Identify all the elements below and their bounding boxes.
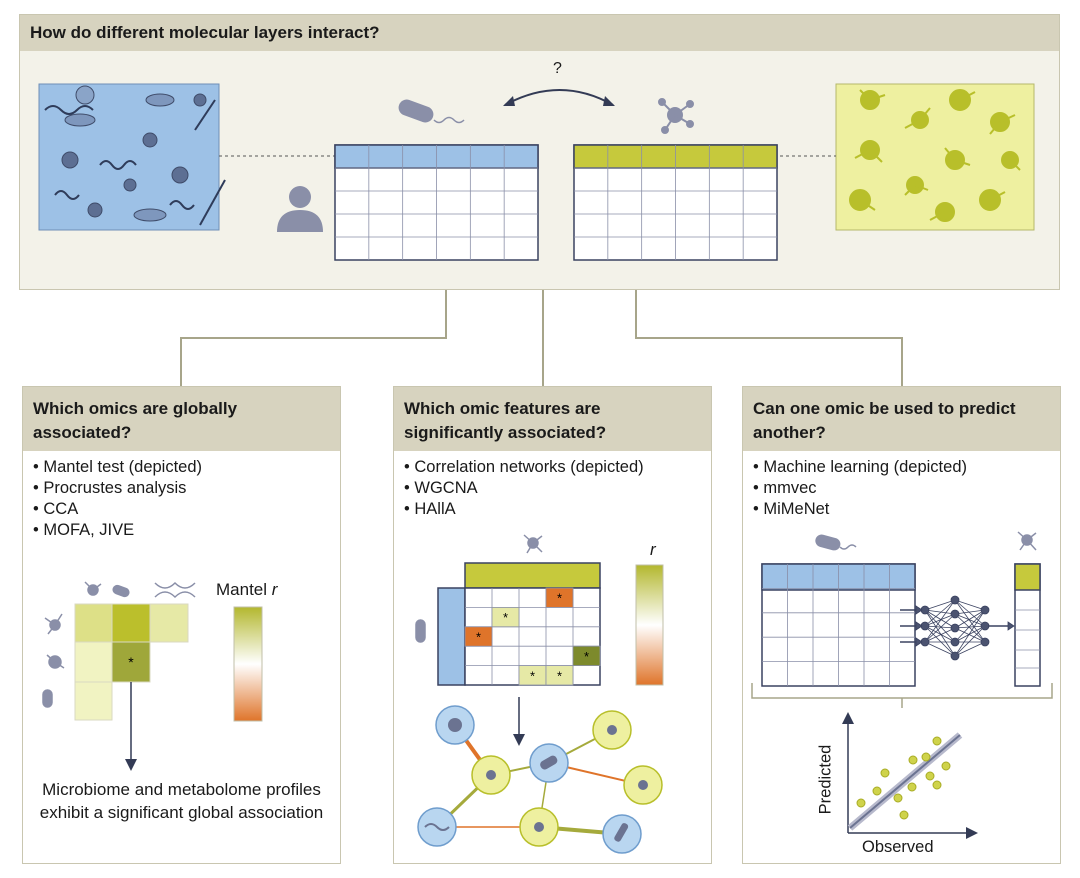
feature-association-title: Which omic features are significantly as…	[394, 387, 711, 451]
method-item: Mantel test (depicted)	[33, 457, 340, 478]
mantel-conclusion: Microbiome and metabolome profiles exhib…	[39, 780, 324, 822]
feature-methods-list: Correlation networks (depicted) WGCNA HA…	[394, 457, 711, 520]
feature-association-panel: Which omic features are significantly as…	[393, 386, 712, 864]
method-item: Correlation networks (depicted)	[404, 457, 711, 478]
person-icon	[277, 186, 323, 232]
method-item: Procrustes analysis	[33, 478, 340, 499]
molecule-icon	[658, 98, 694, 134]
bacterium-icon	[398, 99, 465, 124]
connector-lines	[180, 290, 903, 386]
overview-title: How do different molecular layers intera…	[20, 15, 1059, 51]
correlation-r-label: r	[650, 540, 656, 559]
global-association-title: Which omics are globally associated?	[23, 387, 340, 451]
method-item: MOFA, JIVE	[33, 520, 340, 541]
prediction-methods-list: Machine learning (depicted) mmvec MiMeNe…	[743, 457, 1060, 520]
method-item: MiMeNet	[753, 499, 1060, 520]
prediction-panel: Can one omic be used to predict another?…	[742, 386, 1061, 864]
microbiome-image	[38, 83, 226, 231]
y-axis-label: Predicted	[816, 744, 835, 815]
global-methods-list: Mantel test (depicted) Procrustes analys…	[23, 457, 340, 541]
method-item: Machine learning (depicted)	[753, 457, 1060, 478]
x-axis-label: Observed	[862, 838, 934, 856]
metabolome-image	[835, 83, 1035, 231]
method-item: mmvec	[753, 478, 1060, 499]
method-item: HAllA	[404, 499, 711, 520]
interaction-question: ?	[553, 60, 562, 77]
mantel-r-label: Mantel r	[216, 580, 278, 599]
method-item: CCA	[33, 499, 340, 520]
method-item: WGCNA	[404, 478, 711, 499]
prediction-title: Can one omic be used to predict another?	[743, 387, 1060, 451]
